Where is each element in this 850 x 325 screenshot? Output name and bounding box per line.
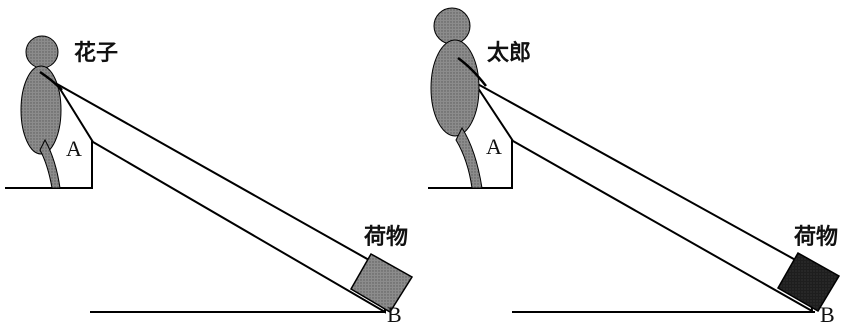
cargo-label-left: 荷物 xyxy=(364,224,408,250)
person-body xyxy=(430,39,480,137)
person-hanako xyxy=(20,35,63,189)
cargo-box-left xyxy=(349,252,414,314)
point-a-label-left: A xyxy=(66,136,82,161)
panel-hanako: 花子 A 荷物 B xyxy=(5,35,414,325)
person-arm xyxy=(39,70,63,91)
person-leg xyxy=(39,138,61,189)
panel-taro: 太郎 A 荷物 B xyxy=(428,7,841,325)
cargo-label-right: 荷物 xyxy=(794,224,838,250)
slope-board-left xyxy=(56,83,386,314)
slope-board-right xyxy=(473,81,814,313)
person-label-taro: 太郎 xyxy=(487,40,531,66)
person-arm xyxy=(457,56,487,87)
point-b-label-left: B xyxy=(387,302,402,325)
person-taro xyxy=(430,7,487,189)
person-leg xyxy=(455,126,483,189)
point-a-label-right: A xyxy=(486,134,502,159)
person-label-hanako: 花子 xyxy=(74,40,118,66)
person-body xyxy=(20,65,62,155)
person-head xyxy=(25,35,59,69)
cargo-box-right xyxy=(776,251,841,313)
person-head xyxy=(433,7,471,45)
point-b-label-right: B xyxy=(820,302,835,325)
